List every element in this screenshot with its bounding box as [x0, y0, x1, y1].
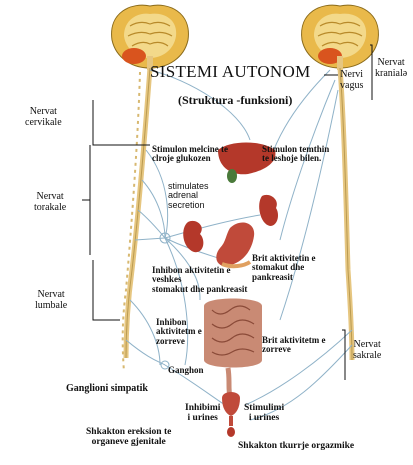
stomach-inhibit-note: Inhibon aktivitetin e veshkes stomakut d…	[152, 265, 248, 294]
thoracic-label-line1: Nervat	[36, 191, 64, 202]
sacral-label-line1: Nervat	[353, 339, 381, 350]
adrenal-line1: stimulates	[168, 181, 209, 191]
bladder-inhibit-line1: Inhibimi	[185, 403, 221, 413]
vagus-nerve-label: Nervi vagus	[340, 69, 364, 91]
cervical-nerves-label: Nervat cervikale	[25, 106, 62, 128]
bladder-stimulate-line1: Stimulimi	[244, 403, 285, 413]
intestine-inhibit-line1: Inhibon	[156, 317, 187, 327]
liver-sympathetic-note: Stimulon melcine te clroje glukozen	[152, 144, 228, 164]
liver-sympathetic-line1: Stimulon melcine te	[152, 144, 228, 154]
lumbar-nerves-label: Nervat lumbale	[35, 289, 68, 311]
thoracic-label-line2: torakale	[34, 201, 67, 213]
cranial-label-line1: Nervat	[377, 57, 405, 68]
bladder-stimulate-note: Stimulimi i urines	[244, 403, 285, 424]
stomach-stimulate-line3: pankreasit	[252, 271, 293, 282]
right-brain-illustration	[301, 4, 379, 70]
stomach-stimulate-line1: Brit aktivitetin e	[252, 253, 316, 263]
intestine-illustration	[204, 298, 262, 397]
intestine-inhibit-line3: zorreve	[156, 335, 185, 346]
kidney-left-illustration	[183, 220, 204, 253]
left-brain-illustration	[111, 4, 189, 70]
adrenal-note: stimulates adrenal secretion	[168, 181, 209, 210]
sacral-label-line2: sakrale	[353, 349, 382, 361]
diagram-subtitle: (Struktura -funksioni)	[178, 93, 293, 107]
cranial-label-line2: kranialə	[375, 67, 408, 79]
bladder-illustration	[222, 392, 240, 426]
liver-para-line2: te leshoje bilen.	[262, 153, 322, 164]
intestine-stimulate-line1: Brit aktivitetm e	[262, 335, 326, 345]
intestine-stimulate-line2: zorreve	[262, 344, 291, 355]
erection-line1: Shkakton ereksion te	[86, 427, 172, 437]
diagram-title: SISTEMI AUTONOM	[150, 62, 311, 81]
ganglion-label: Ganghon	[168, 365, 204, 375]
lumbar-label-line1: Nervat	[37, 289, 65, 300]
liver-sympathetic-line2: clroje glukozen	[152, 153, 211, 164]
erection-note: Shkakton ereksion te organeve gjenitale	[86, 427, 172, 448]
intestine-stimulate-note: Brit aktivitetm e zorreve	[262, 335, 326, 355]
liver-illustration	[218, 142, 276, 183]
bladder-inhibit-line2: i urines	[187, 412, 218, 423]
stomach-inhibit-line3: stomakut dhe pankreasit	[152, 283, 248, 294]
sacral-nerves-label: Nervat sakrale	[353, 339, 382, 361]
stomach-illustration	[216, 222, 255, 269]
cervical-label-line1: Nervat	[29, 106, 57, 117]
lumbar-label-line2: lumbale	[35, 299, 68, 311]
cranial-nerves-label: Nervat kranialə	[375, 57, 408, 79]
thoracic-nerves-label: Nervat torakale	[34, 191, 67, 213]
stomach-inhibit-line1: Inhibon aktivitetin e	[152, 265, 231, 275]
liver-para-note: Stimulon temthin te leshoje bilen.	[262, 144, 330, 164]
nerve-lines	[125, 69, 353, 421]
liver-para-line1: Stimulon temthin	[262, 144, 330, 154]
genital-illustration	[227, 427, 235, 437]
kidney-right-illustration	[259, 194, 278, 226]
stomach-inhibit-line2: veshkes	[152, 274, 182, 285]
cervical-label-line2: cervikale	[25, 116, 62, 128]
adrenal-line2: adrenal	[168, 190, 199, 201]
bladder-inhibit-note: Inhibimi i urines	[185, 403, 221, 424]
bladder-stimulate-line2: i urines	[248, 412, 280, 423]
nerve-group-brackets	[82, 44, 373, 380]
vagus-label-line2: vagus	[340, 79, 364, 91]
orgasm-note: Shkakton tkurrje orgazmike	[238, 441, 355, 451]
stomach-stimulate-line2: stomakut dhe	[252, 262, 305, 273]
sympathetic-ganglia-label: Ganglioni simpatik	[66, 383, 148, 394]
vagus-label-line1: Nervi	[340, 69, 364, 80]
adrenal-line3: secretion	[168, 199, 205, 210]
erection-line2: organeve gjenitale	[91, 436, 166, 447]
intestine-inhibit-note: Inhibon aktivitetm e zorreve	[156, 317, 202, 346]
stomach-stimulate-note: Brit aktivitetin e stomakut dhe pankreas…	[252, 253, 316, 282]
intestine-inhibit-line2: aktivitetm e	[156, 326, 202, 337]
